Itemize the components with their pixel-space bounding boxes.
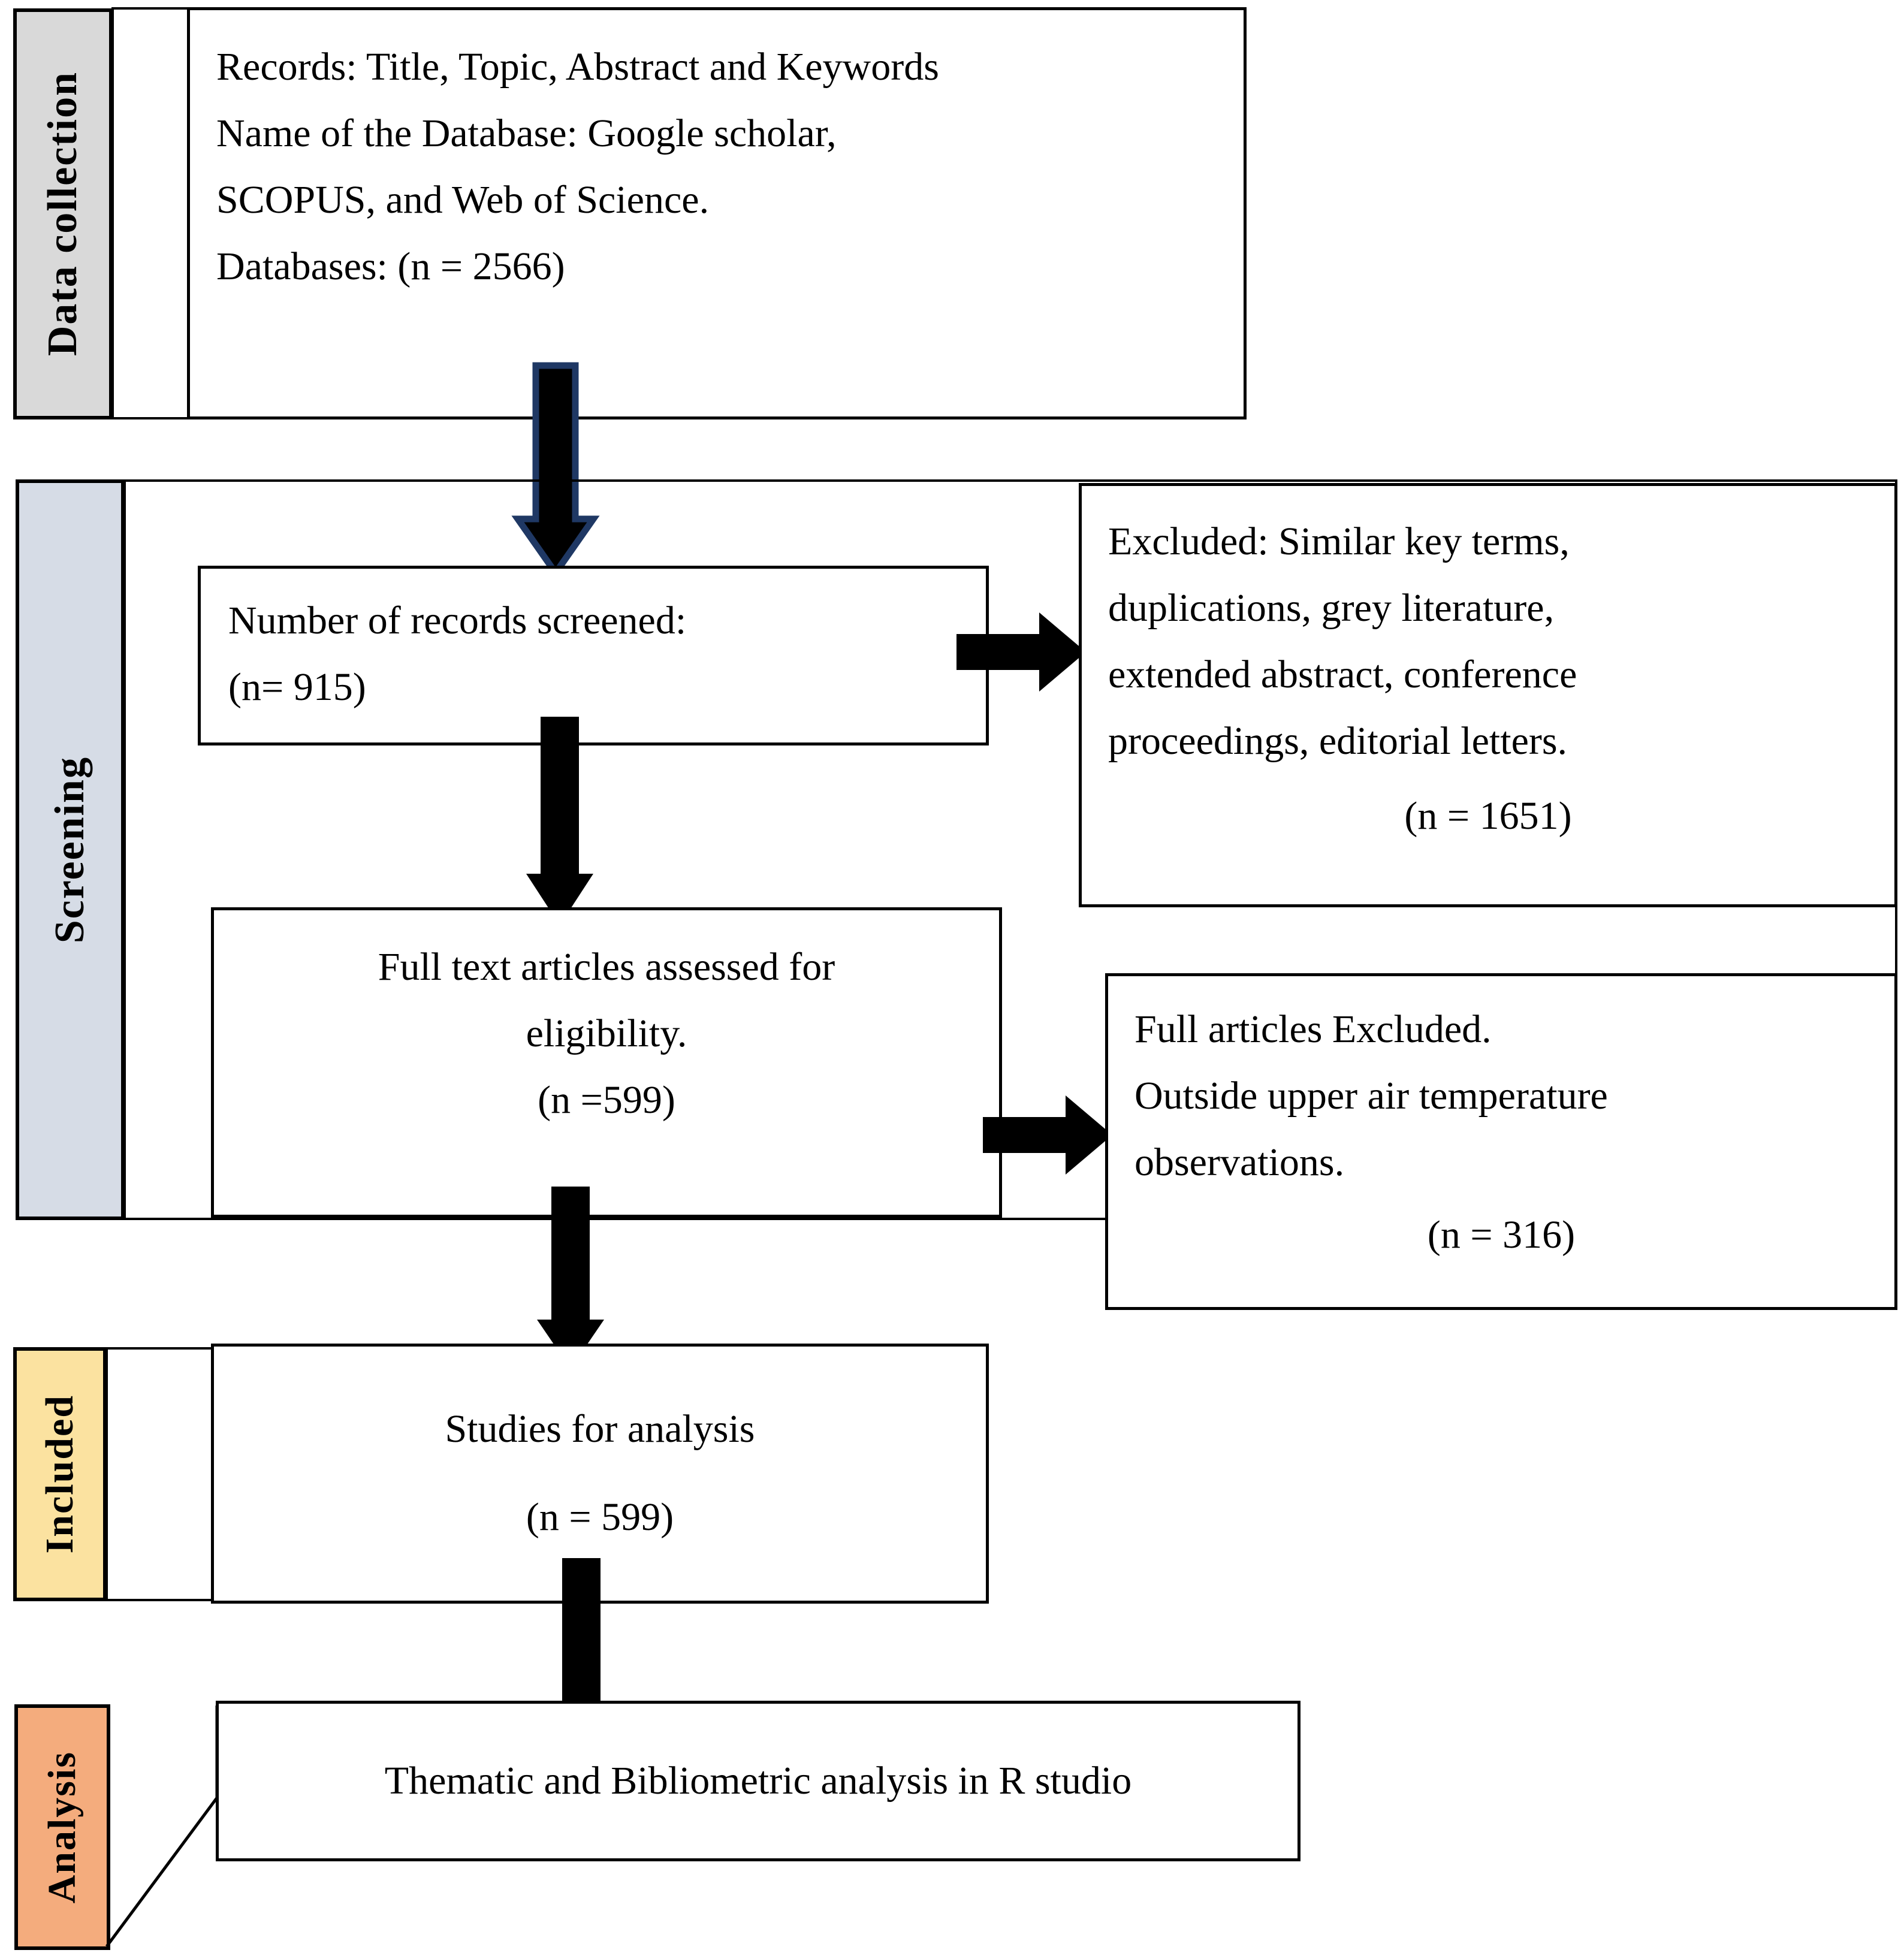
excluded-line-1: Excluded: Similar key terms, <box>1108 520 1570 563</box>
analysis-output-line-1: Thematic and Bibliometric analysis in R … <box>384 1758 1132 1803</box>
studies-count: (n = 599) <box>526 1495 674 1539</box>
arrow-records-to-screened <box>511 362 600 579</box>
full-articles-excluded-box: Full articles Excluded. Outside upper ai… <box>1105 973 1897 1310</box>
stage-label-data-collection-text: Data collection <box>40 71 86 357</box>
records-screened-count: (n= 915) <box>228 665 366 709</box>
full-excluded-line-2: Outside upper air temperature <box>1134 1073 1608 1118</box>
excluded-line-3: extended abstract, conference <box>1108 652 1577 696</box>
records-screened-line-1: Number of records screened: <box>228 599 687 642</box>
arrow-fulltext-to-studies <box>536 1187 605 1370</box>
records-screened-box: Number of records screened: (n= 915) <box>198 566 989 745</box>
records-line-4: Databases: (n = 2566) <box>216 244 565 288</box>
included-frame <box>105 1347 231 1601</box>
excluded-line-4: proceedings, editorial letters. <box>1108 719 1568 763</box>
full-excluded-count: (n = 316) <box>1427 1212 1576 1257</box>
full-excluded-line-1: Full articles Excluded. <box>1134 1007 1492 1051</box>
records-line-2: Name of the Database: Google scholar, <box>216 111 837 155</box>
studies-line-1: Studies for analysis <box>445 1407 755 1451</box>
analysis-output-box: Thematic and Bibliometric analysis in R … <box>216 1701 1300 1861</box>
records-line-3: SCOPUS, and Web of Science. <box>216 177 710 222</box>
records-box: Records: Title, Topic, Abstract and Keyw… <box>187 7 1247 419</box>
records-line-1: Records: Title, Topic, Abstract and Keyw… <box>216 45 939 89</box>
stage-label-screening-text: Screening <box>47 756 93 944</box>
arrow-screened-to-fulltext <box>525 717 595 926</box>
stage-label-included: Included <box>13 1347 107 1601</box>
full-text-count: (n =599) <box>538 1077 675 1122</box>
stage-label-analysis: Analysis <box>14 1704 110 1950</box>
excluded-screening-box: Excluded: Similar key terms, duplication… <box>1079 483 1897 907</box>
full-excluded-line-3: observations. <box>1134 1140 1345 1184</box>
full-text-line-1: Full text articles assessed for <box>378 945 835 989</box>
arrow-screened-to-excluded <box>956 610 1087 694</box>
stage-label-screening: Screening <box>16 479 125 1220</box>
studies-for-analysis-box: Studies for analysis (n = 599) <box>211 1344 989 1604</box>
excluded-line-2: duplications, grey literature, <box>1108 585 1555 630</box>
stage-label-included-text: Included <box>38 1394 82 1554</box>
full-text-assessed-box: Full text articles assessed for eligibil… <box>211 907 1002 1218</box>
full-text-line-2: eligibility. <box>526 1011 687 1055</box>
excluded-count: (n = 1651) <box>1404 793 1572 838</box>
stage-label-analysis-text: Analysis <box>40 1750 84 1904</box>
arrow-fulltext-to-excluded <box>983 1093 1114 1177</box>
stage-label-data-collection: Data collection <box>13 8 113 419</box>
data-collection-frame <box>111 7 189 419</box>
